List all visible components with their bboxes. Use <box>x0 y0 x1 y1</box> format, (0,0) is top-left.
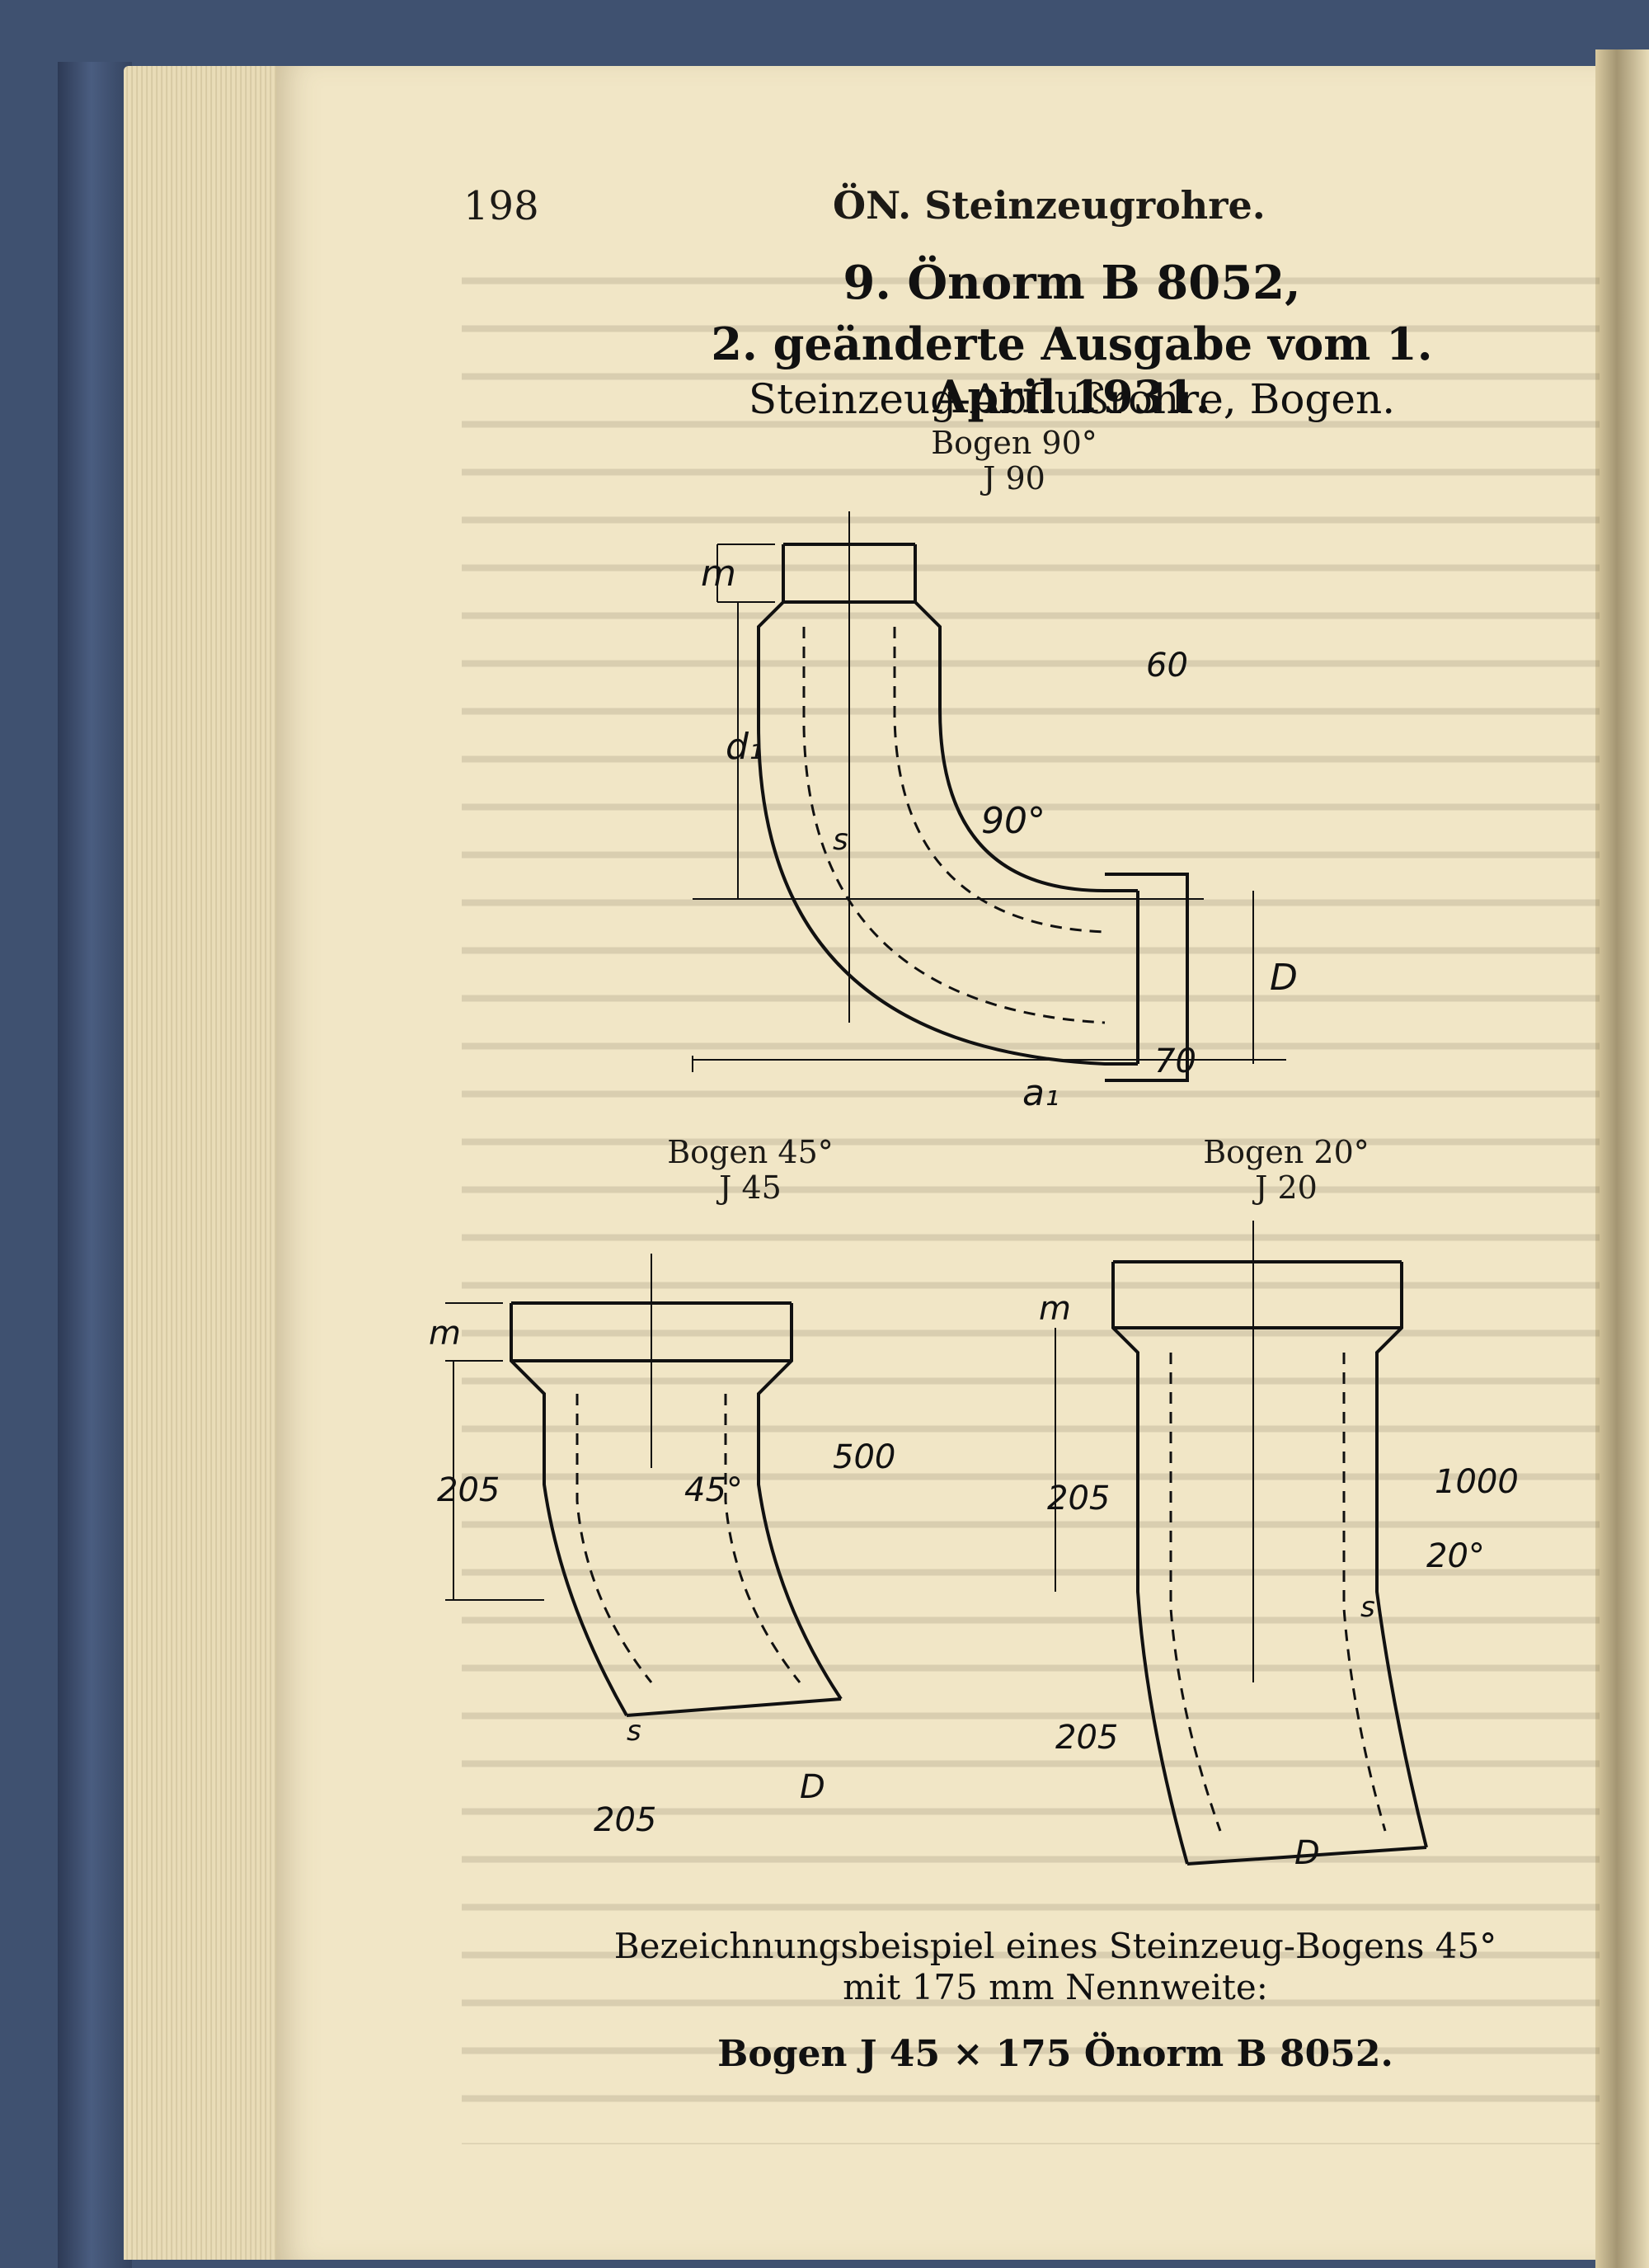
caption-example: Bezeichnungsbeispiel eines Steinzeug-Bog… <box>613 1926 1497 1966</box>
bogen90-dim-D: D <box>1270 957 1298 999</box>
bogen45-code: J 45 <box>719 1169 782 1206</box>
bogen20-dim-angle: 20° <box>1426 1537 1485 1575</box>
bogen45-dim-500: 500 <box>833 1438 895 1476</box>
bogen20-dim-m: m <box>1039 1290 1071 1328</box>
page-edges <box>124 66 289 2260</box>
bogen20-dim-205a: 205 <box>1047 1480 1110 1517</box>
bogen90-dim-d1: d₁ <box>726 726 763 768</box>
caption-designation: Bogen J 45 × 175 Önorm B 8052. <box>717 2033 1393 2075</box>
page-number: 198 <box>463 183 539 229</box>
bogen45-dim-m: m <box>429 1315 461 1353</box>
bogen20-dim-205b: 205 <box>1055 1719 1118 1757</box>
caption-nominal-width: mit 175 mm Nennweite: <box>843 1967 1268 2007</box>
bogen45-dim-s: s <box>627 1715 641 1748</box>
bogen90-dim-60: 60 <box>1146 647 1188 685</box>
bogen20-dim-D: D <box>1294 1834 1320 1872</box>
bogen20-code: J 20 <box>1255 1169 1318 1206</box>
standard-title: 9. Önorm B 8052, <box>843 256 1301 310</box>
bogen20-dim-1000: 1000 <box>1435 1463 1519 1501</box>
bogen20-drawing: m 205 1000 20° s 205 D <box>1039 1221 1519 1872</box>
bogen20-name: Bogen 20° <box>1203 1134 1369 1170</box>
page-gutter <box>1595 49 1649 2268</box>
bogen90-name: Bogen 90° <box>931 425 1097 461</box>
bogen45-dim-angle: 45° <box>684 1471 743 1509</box>
bogen90-dim-70: 70 <box>1154 1042 1196 1080</box>
bogen45-name: Bogen 45° <box>667 1134 834 1170</box>
bogen45-dim-D: D <box>800 1768 825 1806</box>
bogen90-dim-a1: a₁ <box>1022 1072 1059 1114</box>
bogen90-drawing: m d₁ s 90° D a₁ 70 60 <box>692 511 1298 1114</box>
bogen90-dim-angle: 90° <box>981 800 1045 842</box>
bogen90-dim-s: s <box>833 823 848 857</box>
bogen90-dim-m: m <box>701 553 736 595</box>
book-cover-edge <box>58 62 132 2268</box>
bogen90-code: J 90 <box>983 460 1045 496</box>
edition-title: 2. geänderte Ausgabe vom 1. April 1931. <box>711 318 1433 423</box>
subject-title: Steinzeug-Abflußrohre, Bogen. <box>748 375 1396 423</box>
show-through-texture <box>462 247 1600 2144</box>
bogen45-dim-205b: 205 <box>594 1801 656 1839</box>
book-page <box>276 66 1628 2260</box>
running-title: ÖN. Steinzeugrohre. <box>833 183 1266 228</box>
bogen45-dim-205a: 205 <box>437 1471 500 1509</box>
bogen20-dim-s: s <box>1360 1591 1375 1624</box>
bogen45-drawing: m 205 500 45° s 205 D <box>429 1254 895 1839</box>
